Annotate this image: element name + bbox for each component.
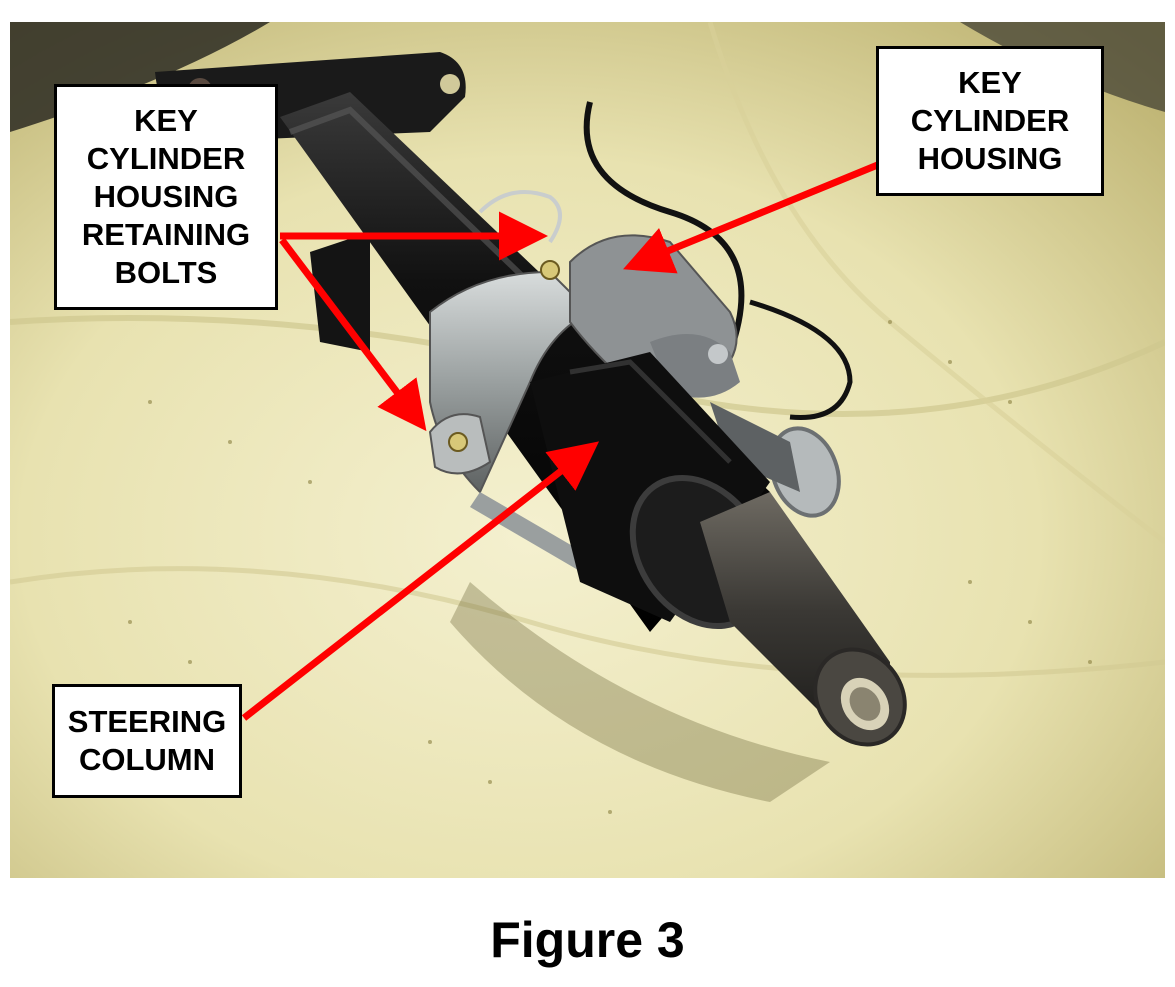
bracket-hole [440, 74, 460, 94]
housing-pin [708, 344, 728, 364]
wire [478, 190, 562, 244]
housing-body [710, 402, 800, 492]
callout-key-cylinder-housing: KEY CYLINDER HOUSING [876, 46, 1104, 196]
figure-caption: Figure 3 [490, 912, 685, 968]
retaining-bolt [448, 432, 468, 452]
shaft-bore-inner [849, 687, 881, 721]
column-shadow [450, 582, 830, 802]
retaining-bolt [540, 260, 560, 280]
tube-highlight [288, 106, 573, 325]
callout-steering-column: STEERING COLUMN [52, 684, 242, 798]
tube-highlight [569, 359, 732, 464]
wire [749, 299, 853, 421]
callout-key-cylinder-housing-retaining-bolts: KEY CYLINDER HOUSING RETAINING BOLTS [54, 84, 278, 310]
